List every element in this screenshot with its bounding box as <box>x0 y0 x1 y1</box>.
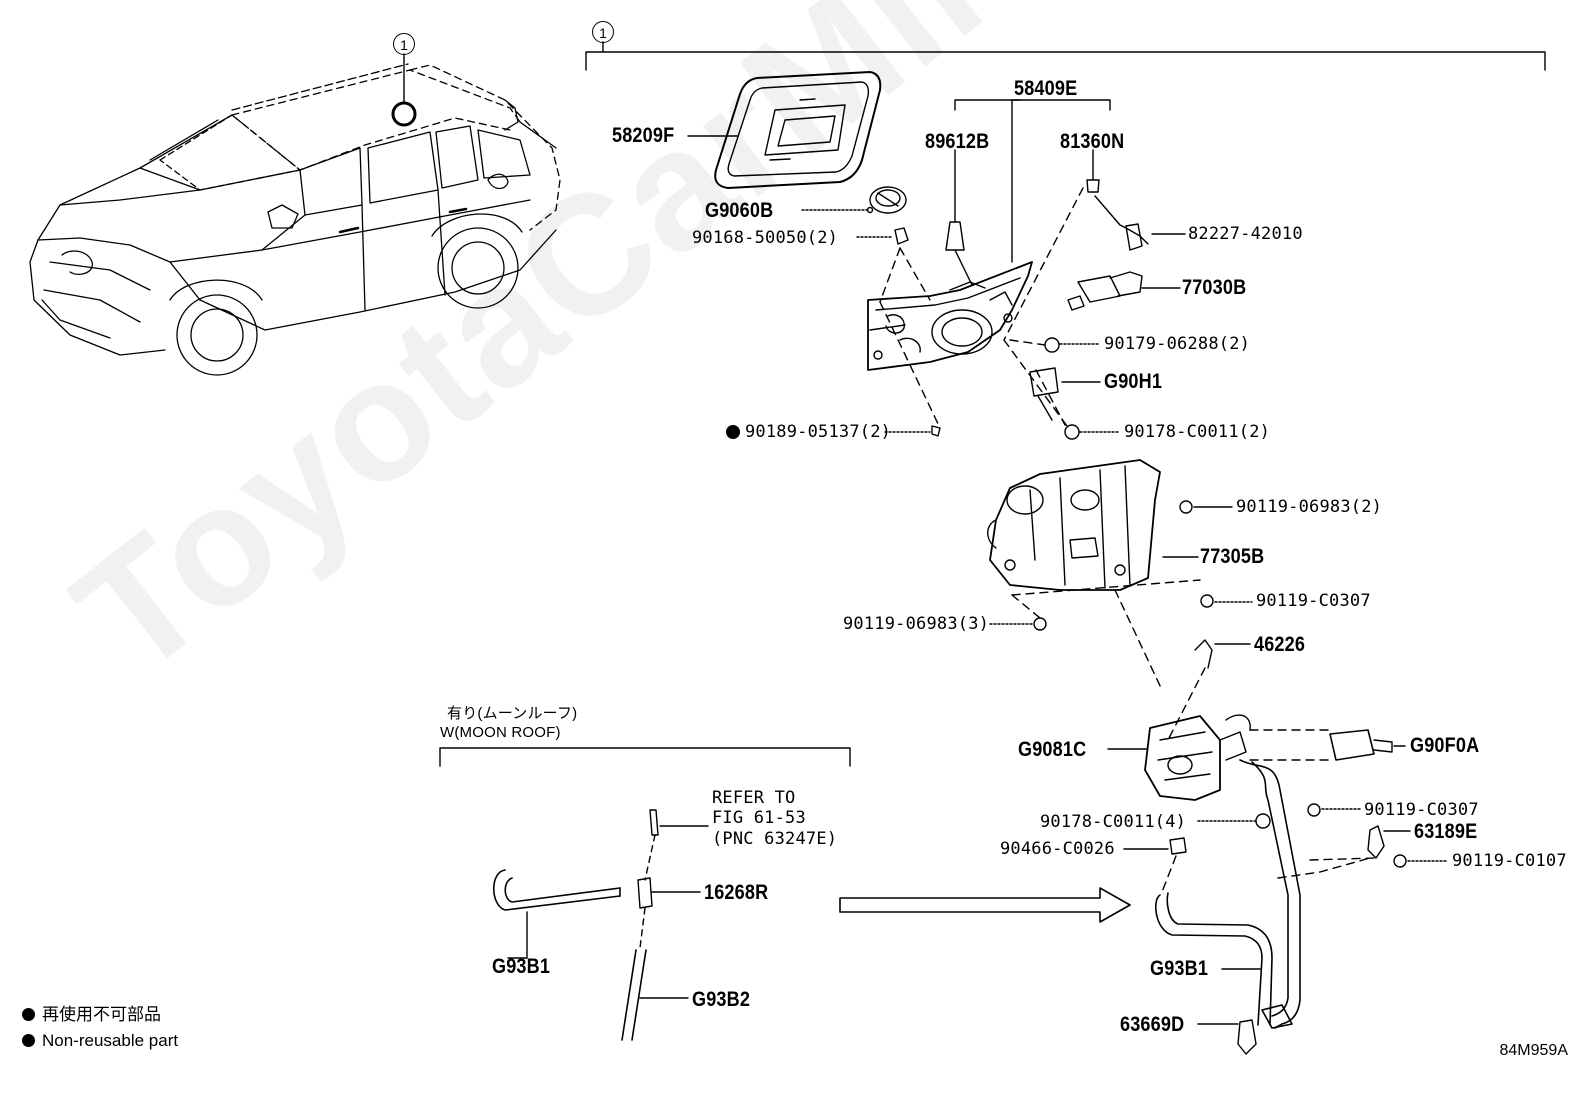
label-82227-42010[interactable]: 82227-42010 <box>1188 224 1303 244</box>
moonroof-label-en: W(MOON ROOF) <box>440 724 561 741</box>
sensor-G90F0A <box>1249 729 1406 761</box>
moonroof-label-jp: 有り(ムーンルーフ) <box>447 705 578 722</box>
fuel-housing <box>867 261 1033 371</box>
hose-G93B2 <box>621 949 647 1041</box>
label-90119-06983-3[interactable]: 90119-06983(3) <box>843 614 990 634</box>
label-90119-06983-2[interactable]: 90119-06983(2) <box>1236 497 1383 517</box>
label-89612B[interactable]: 89612B <box>925 130 990 153</box>
label-90178-C0011-2[interactable]: 90178-C0011(2) <box>1124 422 1271 442</box>
label-G93B1-right[interactable]: G93B1 <box>1150 957 1209 980</box>
label-58409E[interactable]: 58409E <box>1014 77 1078 100</box>
label-G9081C[interactable]: G9081C <box>1018 738 1087 761</box>
label-G9060B[interactable]: G9060B <box>705 199 774 222</box>
motor-G9081C <box>1107 714 1251 801</box>
group-bracket <box>585 51 1546 71</box>
label-G90F0A[interactable]: G90F0A <box>1410 734 1480 757</box>
legend-dot-icon <box>22 1034 35 1047</box>
car-callout-ring <box>391 101 417 127</box>
legend-en-text: Non-reusable part <box>42 1031 179 1050</box>
label-G93B2[interactable]: G93B2 <box>692 988 751 1011</box>
cap-G9060B <box>869 186 907 214</box>
hose-G93B1-right <box>1154 892 1273 1026</box>
bracket-58409E <box>954 99 1111 111</box>
figure-code: 84M959A <box>1499 1042 1569 1059</box>
label-58209F[interactable]: 58209F <box>612 124 675 147</box>
label-G90H1[interactable]: G90H1 <box>1104 370 1163 393</box>
refer-line-3: (PNC 63247E) <box>712 829 838 849</box>
label-90168-50050[interactable]: 90168-50050(2) <box>692 228 839 248</box>
callout-1-group: 1 <box>592 21 614 43</box>
fuel-lid-58209F <box>714 71 882 189</box>
hose-right <box>1239 759 1301 1029</box>
connector-16268R <box>637 877 701 909</box>
label-90179-06288[interactable]: 90179-06288(2) <box>1104 334 1251 354</box>
label-16268R[interactable]: 16268R <box>704 881 769 904</box>
label-90178-C0011-4[interactable]: 90178-C0011(4) <box>1040 812 1187 832</box>
legend-jp-text: 再使用不可部品 <box>42 1005 161 1024</box>
direction-arrow <box>839 887 1131 923</box>
label-90119-C0107[interactable]: 90119-C0107 <box>1452 851 1567 871</box>
hose-G93B1-left <box>492 869 621 911</box>
label-46226[interactable]: 46226 <box>1254 633 1306 656</box>
non-reusable-mark <box>726 425 740 439</box>
legend-jp: 再使用不可部品 <box>22 1005 161 1025</box>
label-G93B1-left[interactable]: G93B1 <box>492 955 551 978</box>
assembly-lines-upper <box>879 187 1084 431</box>
label-81360N[interactable]: 81360N <box>1060 130 1125 153</box>
bracket-77305B <box>987 459 1161 591</box>
car-illustration <box>29 63 561 376</box>
part-89612B <box>945 149 973 286</box>
label-90119-C0307-lower[interactable]: 90119-C0307 <box>1364 800 1479 820</box>
legend-dot-icon <box>22 1008 35 1021</box>
label-77305B[interactable]: 77305B <box>1200 545 1265 568</box>
label-90119-C0307-upper[interactable]: 90119-C0307 <box>1256 591 1371 611</box>
refer-line-2[interactable]: FIG 61-53 <box>712 808 806 828</box>
legend-en: Non-reusable part <box>22 1031 178 1051</box>
assembly-lines-mid <box>1011 579 1201 691</box>
label-90466-C0026[interactable]: 90466-C0026 <box>1000 839 1115 859</box>
label-77030B[interactable]: 77030B <box>1182 276 1247 299</box>
callout-1-car: 1 <box>393 33 415 55</box>
label-90189-05137[interactable]: 90189-05137(2) <box>745 422 892 442</box>
moonroof-bracket <box>439 747 851 767</box>
refer-line-1: REFER TO <box>712 788 796 808</box>
label-63189E[interactable]: 63189E <box>1414 820 1478 843</box>
label-63669D[interactable]: 63669D <box>1120 1013 1185 1036</box>
switch-G90H1 <box>1029 367 1101 421</box>
actuator-77030B <box>1067 271 1181 311</box>
